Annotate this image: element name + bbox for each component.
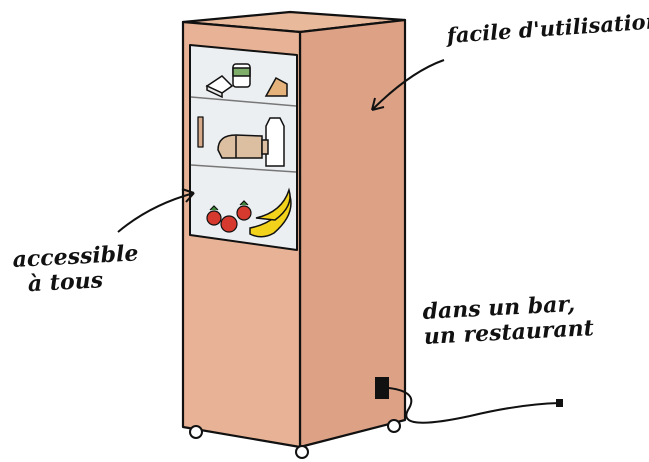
fridge (183, 12, 405, 447)
bread-icon (218, 135, 262, 158)
label-location: dans un bar, un restaurant (422, 291, 594, 350)
jar-icon (233, 64, 250, 87)
label-accessible: accessible à tous (12, 241, 140, 298)
fridge-side (300, 20, 405, 447)
door-handle (198, 117, 203, 147)
